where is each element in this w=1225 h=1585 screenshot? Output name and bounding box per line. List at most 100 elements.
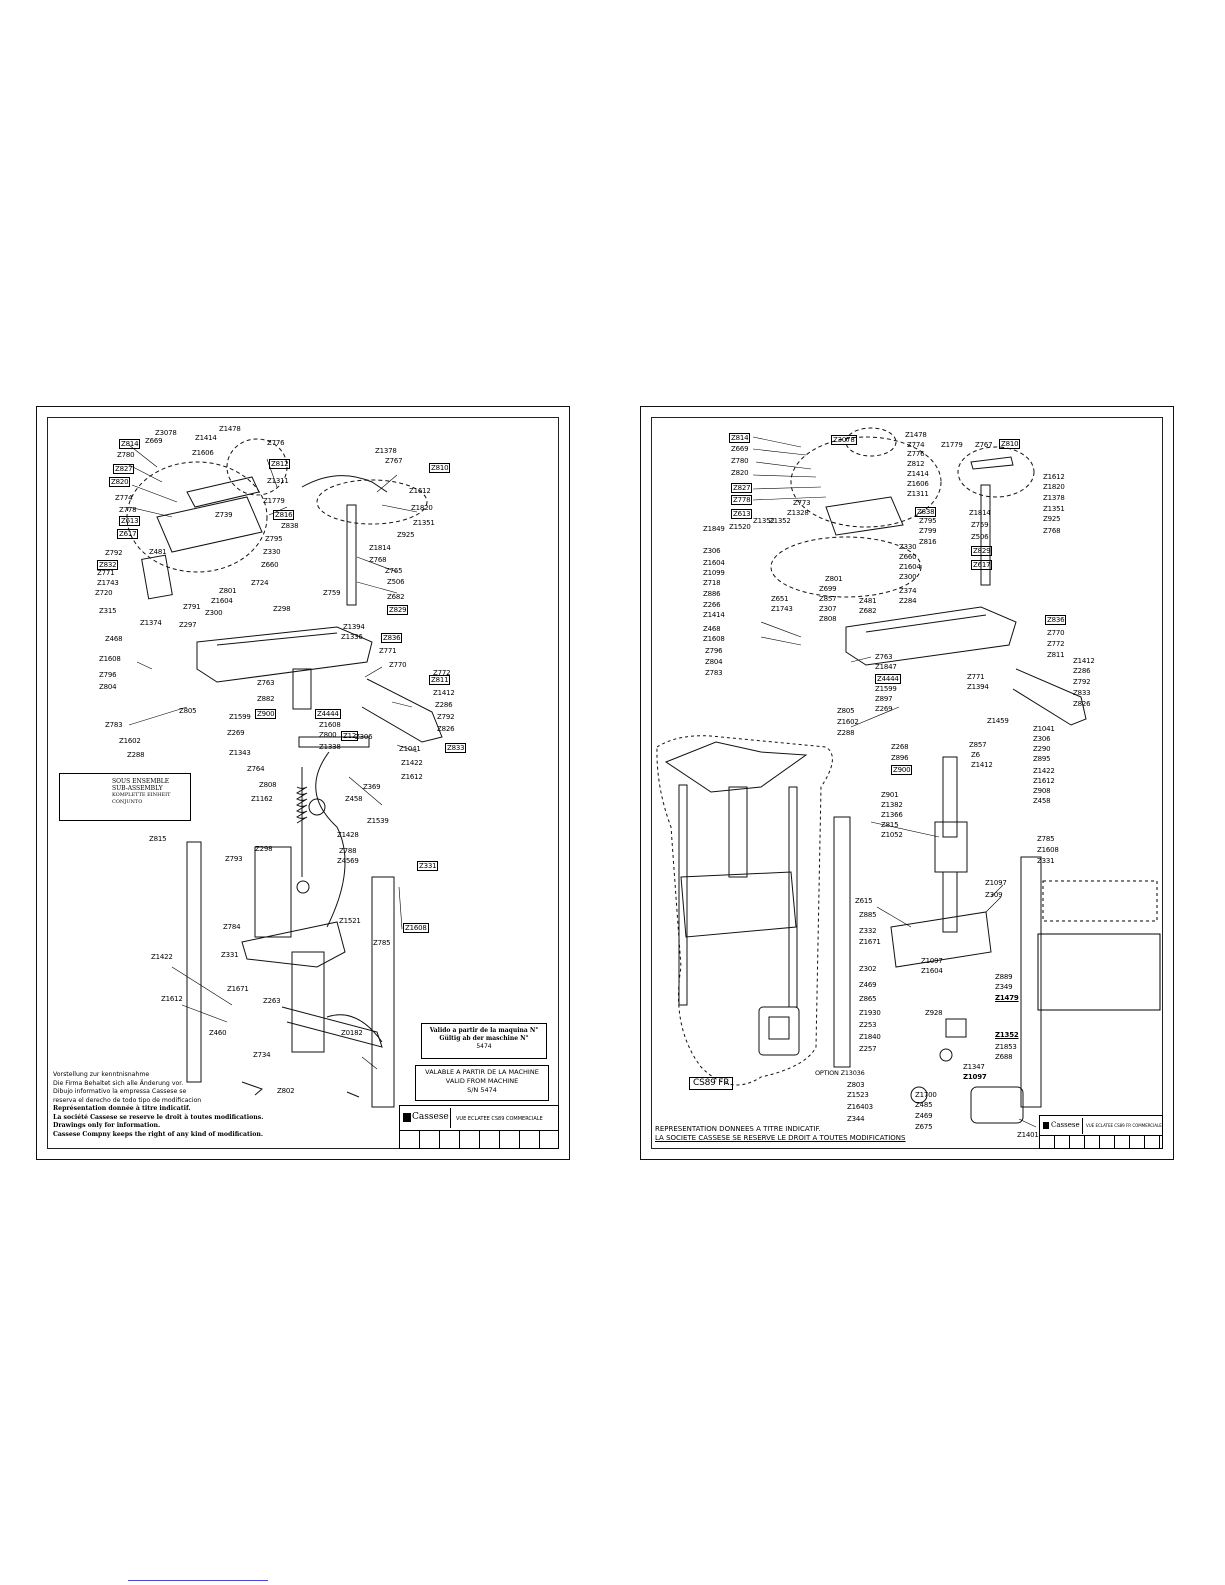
callout-label: Z763 [875,653,893,661]
title-block-grid [1040,1135,1162,1148]
callout-label: Z778 [119,506,137,514]
callout-label: Z1428 [337,831,359,839]
callout-label: Z1743 [97,579,119,587]
callout-label: Z865 [859,995,877,1003]
callout-label: Z675 [915,1123,933,1131]
callout-label: Z928 [925,1009,943,1017]
callout-label: Z1523 [847,1091,869,1099]
callout-label: Z925 [397,531,415,539]
callout-label: Z816 [273,510,295,520]
callout-label: Z772 [433,669,451,677]
callout-label: Z298 [273,605,291,613]
callout-label: Z1162 [251,795,273,803]
left-sheet-inner-frame [47,417,559,1149]
callout-label: Z1412 [433,689,455,697]
callout-label: Z836 [1045,615,1067,625]
callout-label: Z1352 [753,517,775,525]
callout-label: Z896 [891,754,909,762]
callout-label: Z785 [373,939,391,947]
callout-label: Z1814 [369,544,391,552]
callout-label: Z734 [253,1051,271,1059]
callout-label: Z759 [323,589,341,597]
callout-label: Z808 [819,615,837,623]
callout-label: Z1930 [859,1009,881,1017]
callout-label: Z0182 [341,1029,363,1037]
callout-label: Z1378 [1043,494,1065,502]
callout-label: Z857 [819,595,837,603]
callout-label: Z820 [109,477,131,487]
callout-label: Z792 [437,713,455,721]
disclaimer-text: Vorstellung zur kenntnisnahme Die Firma … [53,1071,263,1139]
callout-label: Z284 [899,597,917,605]
callout-label: Z669 [145,437,163,445]
callout-label: Z1478 [905,431,927,439]
callout-label: Z1394 [343,623,365,631]
callout-label: Z768 [369,556,387,564]
callout-label: Z306 [355,733,373,741]
callout-label: Z1604 [211,597,233,605]
callout-label: Z315 [99,607,117,615]
disclaimer-line: Cassese Compny keeps the right of any ki… [53,1130,263,1138]
subassembly-legend: SOUS ENSEMBLE SUB-ASSEMBLY KOMPLETTE EIN… [59,773,191,821]
callout-label: Z1352 [769,517,791,525]
callout-label: Z288 [837,729,855,737]
callout-label: Z1604 [921,967,943,975]
callout-label: Z469 [915,1112,933,1120]
callout-label: Z791 [183,603,201,611]
callout-label: Z266 [703,601,721,609]
callout-label: Z617 [117,529,139,539]
callout-label: Z1311 [907,490,929,498]
callout-label: Z263 [263,997,281,1005]
callout-label: Z833 [1073,689,1091,697]
callout-label: Z826 [1073,700,1091,708]
callout-label: Z1338 [319,743,341,751]
drawing-title: VUE ECLATEE CS89 FR COMMERCIALE [1086,1123,1162,1128]
callout-label: Z1604 [899,563,921,571]
callout-label: Z1401 [1017,1131,1039,1139]
callout-label: Z770 [1047,629,1065,637]
callout-label: Z699 [819,585,837,593]
callout-label: Z1374 [140,619,162,627]
callout-label: Z805 [179,707,197,715]
callout-label: Z815 [149,835,167,843]
callout-label: Z895 [1033,755,1051,763]
callout-label: Z827 [731,483,753,493]
callout-label: Z269 [875,705,893,713]
disclaimer-line: Représentation donnée à titre indicatif. [53,1105,191,1112]
callout-label: Z795 [265,535,283,543]
logo-mark-icon [1043,1122,1049,1129]
callout-label: Z6 [971,751,980,759]
callout-label: Z776 [907,450,925,458]
callout-label: Z297 [179,621,197,629]
callout-label: Z1351 [1043,505,1065,513]
callout-label: Z469 [859,981,877,989]
callout-label: Z617 [971,560,993,570]
company-logo: Cassese [1042,1118,1083,1134]
callout-label: Z805 [837,707,855,715]
callout-label: Z788 [339,847,357,855]
callout-label: Z836 [381,633,403,643]
callout-label: Z764 [247,765,265,773]
callout-label: Z1602 [837,718,859,726]
callout-label: Z485 [915,1101,933,1109]
callout-label: Z771 [379,647,397,655]
callout-label: Z1328 [787,509,809,517]
callout-label: Z724 [251,579,269,587]
callout-label: Z793 [225,855,243,863]
callout-label: Z803 [847,1081,865,1089]
callout-label: Z1671 [859,938,881,946]
callout-label: Z811 [429,675,451,685]
callout-label: Z815 [881,821,899,829]
callout-label: Z1394 [967,683,989,691]
footer-disclaimer: REPRESENTATION DONNEES A TITRE INDICATIF… [655,1125,906,1143]
callout-label: Z1414 [907,470,929,478]
callout-label: Z688 [995,1053,1013,1061]
company-logo-text: Cassese [412,1112,449,1122]
callout-label: Z12 [341,731,359,741]
callout-label: Z1612 [1033,777,1055,785]
callout-label: Z302 [859,965,877,973]
callout-label: Z4444 [875,674,901,684]
callout-label: Z1041 [1033,725,1055,733]
callout-label: Z1612 [401,773,423,781]
callout-label: Z1608 [319,721,341,729]
